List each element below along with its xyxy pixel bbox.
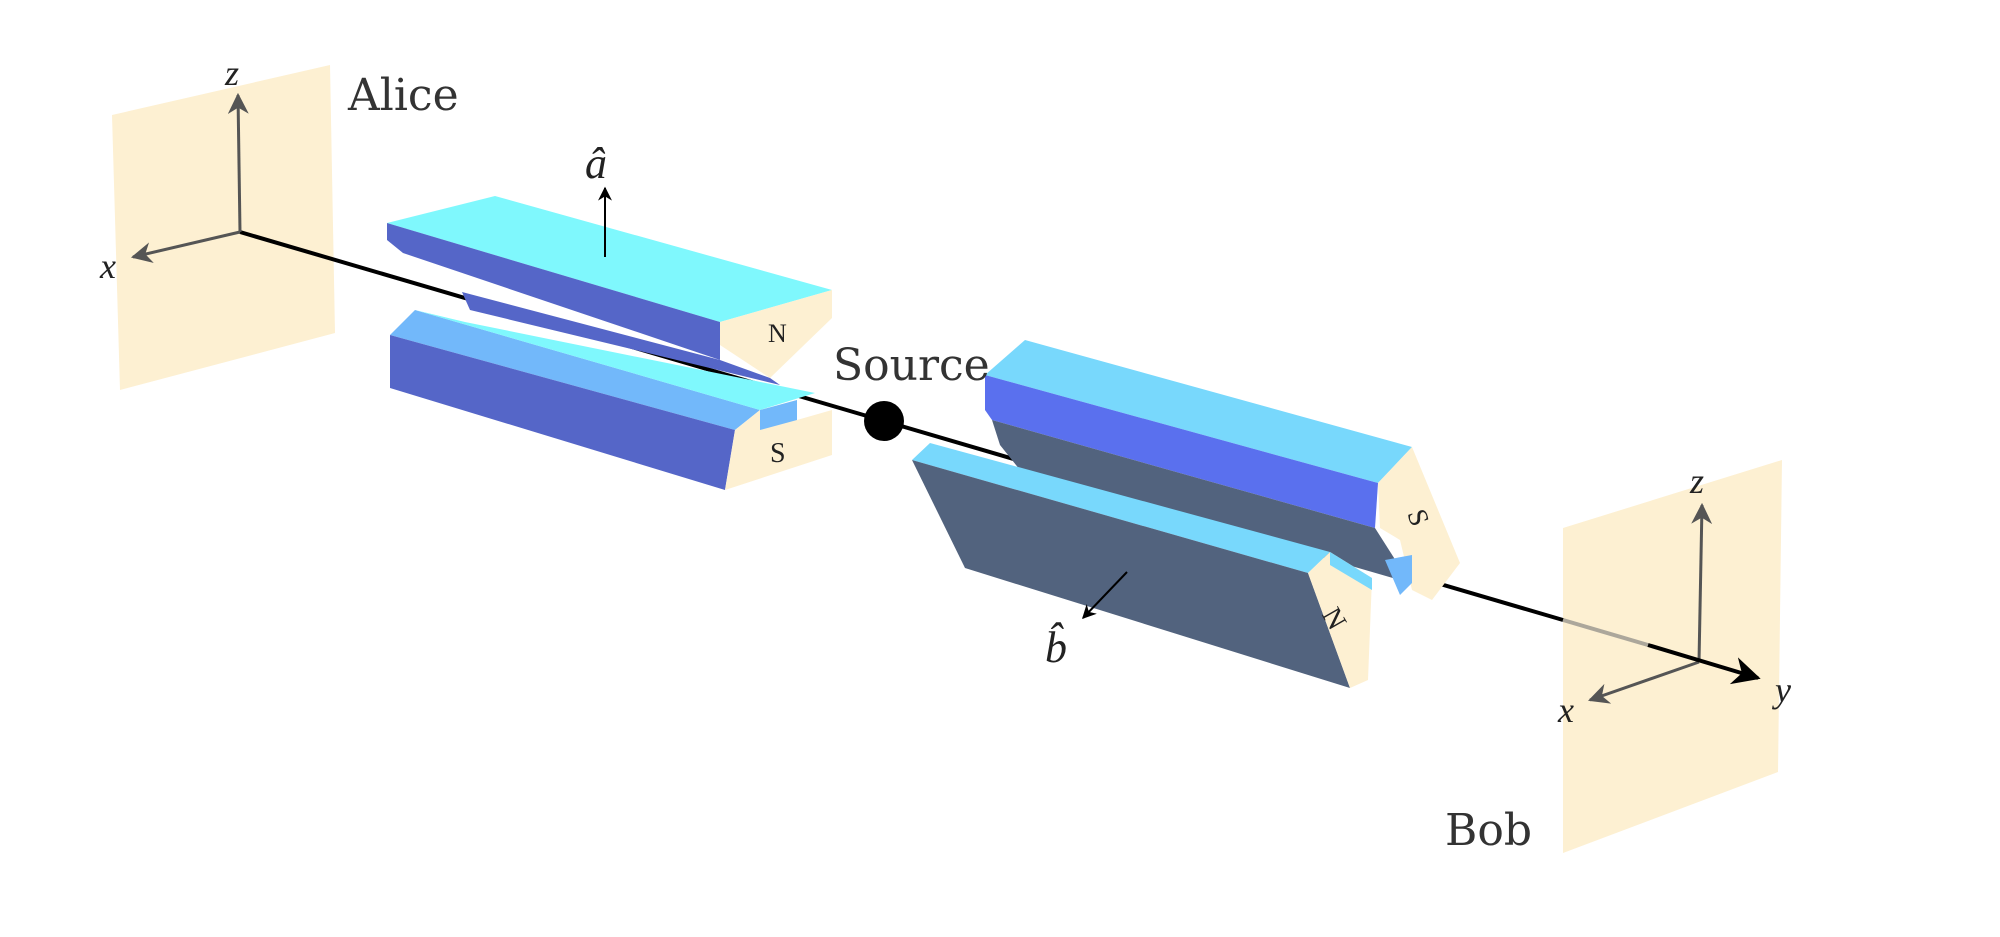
a-hat-vector: â [585, 139, 612, 257]
magnet-a-south-block [390, 310, 832, 490]
alice-screen [112, 65, 335, 390]
magnet-b-south-block [985, 340, 1460, 600]
magnet-a-south-label: S [770, 438, 786, 469]
magnet-b: S N [912, 340, 1460, 688]
alice-label: Alice [347, 70, 459, 121]
magnet-b-north-block [912, 443, 1372, 688]
a-hat-label: â [585, 139, 607, 188]
b-hat-vector: b̂ [1045, 571, 1128, 672]
alice-axis-z-label: z [224, 53, 239, 93]
bob-axis-y-label: y [1772, 670, 1791, 710]
magnet-a: N S [387, 196, 832, 490]
bob-screen [1563, 460, 1782, 853]
bob-axes: z x y [1557, 461, 1791, 730]
b-hat-label: b̂ [1045, 622, 1067, 672]
source-label: Source [833, 340, 990, 391]
alice-axes: z x [99, 53, 249, 286]
bob-axis-x-label: x [1557, 690, 1574, 730]
magnet-a-north-label: N [768, 319, 787, 348]
bob-label: Bob [1445, 805, 1532, 856]
source-icon [864, 401, 904, 441]
bob-axis-z-label: z [1689, 461, 1704, 501]
alice-axis-x-label: x [99, 246, 116, 286]
magnet-a-north-block [387, 196, 832, 385]
